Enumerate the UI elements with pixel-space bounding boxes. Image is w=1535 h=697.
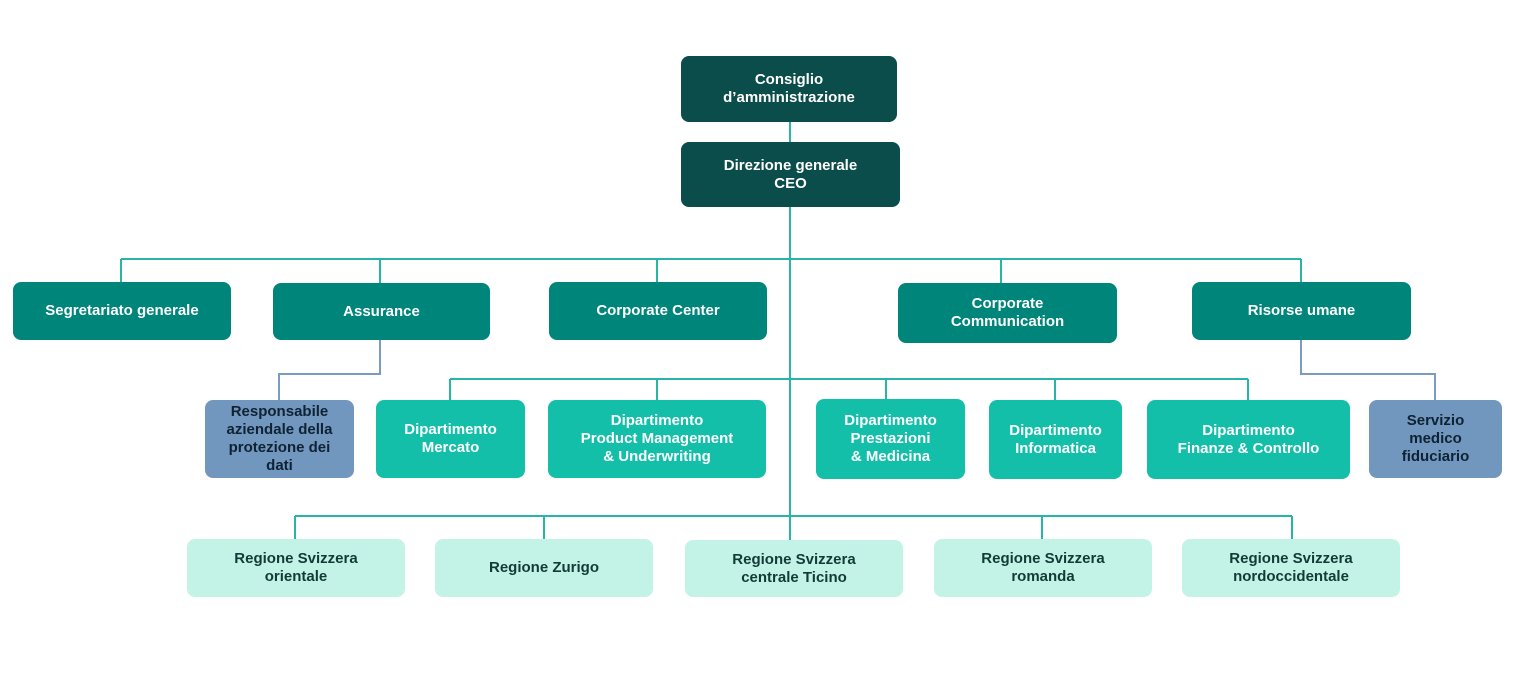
region-ticino-box: Regione Svizzera centrale Ticino	[685, 540, 903, 597]
region-nordoccidentale-box: Regione Svizzera nordoccidentale	[1182, 539, 1400, 597]
corporate-center-box: Corporate Center	[549, 282, 767, 340]
data-protection-box: Responsabile aziendale della protezione …	[205, 400, 354, 478]
region-orientale-box: Regione Svizzera orientale	[187, 539, 405, 597]
board-box: Consiglio d’amministrazione	[681, 56, 897, 122]
connector-medical-service	[1300, 340, 1436, 400]
region-romanda-box: Regione Svizzera romanda	[934, 539, 1152, 597]
medical-service-box: Servizio medico fiduciario	[1369, 400, 1502, 478]
segretariato-box: Segretariato generale	[13, 282, 231, 340]
corporate-communication-box: Corporate Communication	[898, 283, 1117, 343]
connector-data-protection	[278, 340, 381, 400]
department-product-box: Dipartimento Product Management & Underw…	[548, 400, 766, 478]
department-informatica-box: Dipartimento Informatica	[989, 400, 1122, 479]
assurance-box: Assurance	[273, 283, 490, 340]
department-prestazioni-box: Dipartimento Prestazioni & Medicina	[816, 399, 965, 479]
risorse-umane-box: Risorse umane	[1192, 282, 1411, 340]
region-zurigo-box: Regione Zurigo	[435, 539, 653, 597]
ceo-box: Direzione generale CEO	[681, 142, 900, 207]
department-mercato-box: Dipartimento Mercato	[376, 400, 525, 478]
department-finanze-box: Dipartimento Finanze & Controllo	[1147, 400, 1350, 479]
